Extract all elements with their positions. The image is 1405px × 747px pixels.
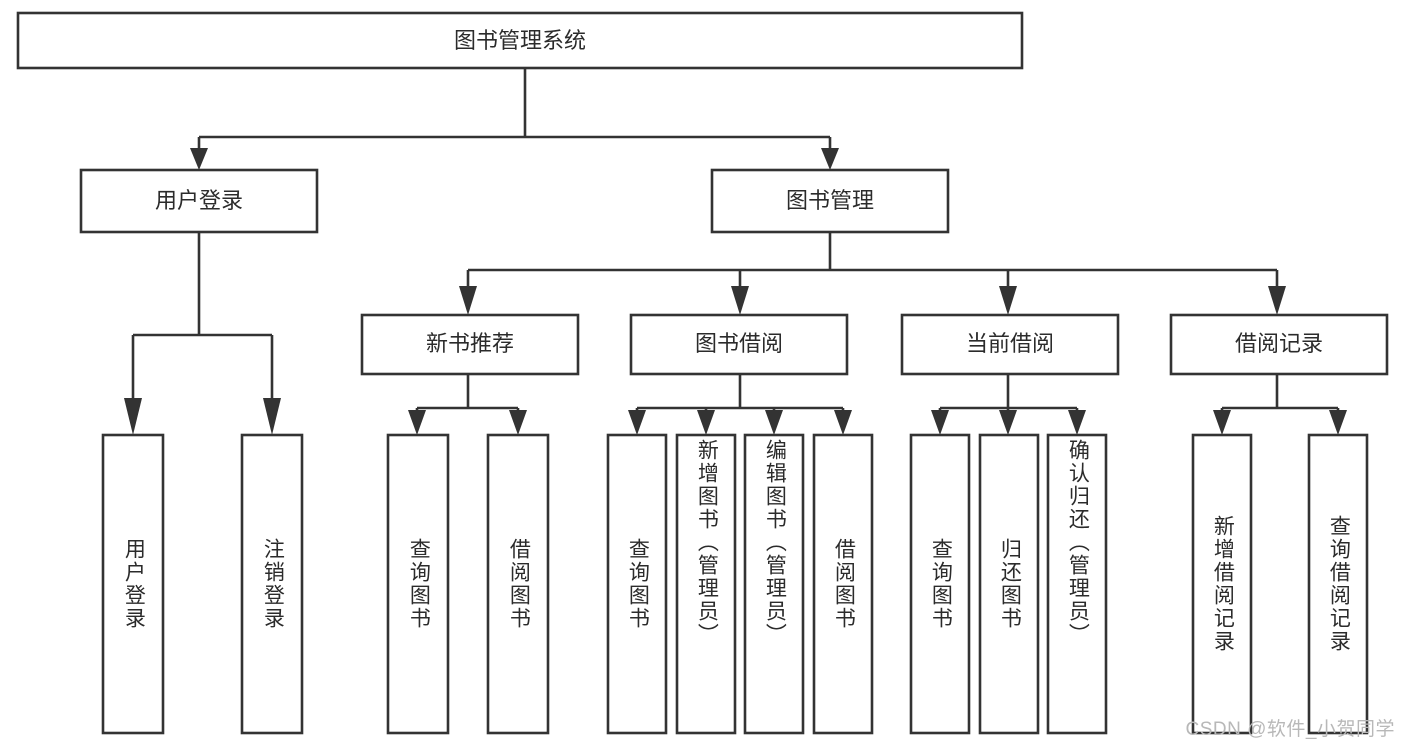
- node-leaf-query-record[interactable]: 查询借阅记录: [1309, 435, 1367, 733]
- node-leaf-add-book-box[interactable]: [675, 433, 737, 735]
- connector-root-to-level2: [190, 68, 839, 170]
- node-leaf-logout-login[interactable]: 注销登录: [242, 435, 302, 733]
- arrow-head-user-login: [190, 148, 208, 170]
- arrow-head-leaf-add-book: [697, 410, 715, 435]
- node-leaf-logout-login-box[interactable]: [240, 433, 304, 735]
- arrow-head-current-borrow: [999, 286, 1017, 315]
- arrow-head-leaf-query-record: [1329, 410, 1347, 435]
- node-leaf-query-record-label: 查询借阅记录: [1327, 515, 1351, 653]
- node-leaf-borrow-book-2-box[interactable]: [812, 433, 874, 735]
- node-leaf-query-record-box[interactable]: [1307, 433, 1369, 735]
- connector-current-borrow-to-leaves: [931, 374, 1086, 435]
- node-leaf-borrow-book-1[interactable]: 借阅图书: [488, 435, 548, 733]
- node-leaf-user-login-box[interactable]: [101, 433, 165, 735]
- arrow-head-leaf-query-book-1: [408, 410, 426, 435]
- connector-book-manage-to-level3: [459, 232, 1286, 315]
- connector-user-login-to-leaves: [124, 232, 281, 435]
- connector-new-book-recommend-to-leaves: [408, 374, 527, 435]
- node-current-borrow-label: 当前借阅: [966, 331, 1054, 356]
- node-book-manage-box[interactable]: [710, 168, 950, 234]
- node-root-label: 图书管理系统: [454, 28, 586, 53]
- node-leaf-add-record-box[interactable]: [1191, 433, 1253, 735]
- arrow-head-leaf-return-book: [999, 410, 1017, 435]
- node-leaf-edit-book[interactable]: 编辑图书（管理员）: [745, 435, 803, 733]
- csdn-watermark: CSDN @软件_小贺同学: [1185, 719, 1395, 740]
- node-book-borrow[interactable]: 图书借阅: [629, 313, 849, 376]
- node-leaf-confirm-return-box[interactable]: [1046, 433, 1108, 735]
- arrow-head-leaf-confirm-return: [1068, 410, 1086, 435]
- connector-book-borrow-to-leaves: [628, 374, 852, 435]
- node-leaf-user-login-label: 用户登录: [122, 538, 146, 630]
- node-book-manage[interactable]: 图书管理: [710, 168, 950, 234]
- arrow-head-new-book-recommend: [459, 286, 477, 315]
- node-leaf-confirm-return[interactable]: 确认归还（管理员）: [1048, 435, 1106, 733]
- arrow-head-leaf-logout-login: [263, 398, 281, 435]
- node-leaf-borrow-book-1-label: 借阅图书: [507, 538, 531, 630]
- node-borrow-record[interactable]: 借阅记录: [1169, 313, 1389, 376]
- node-leaf-query-book-3-box[interactable]: [909, 433, 971, 735]
- arrow-head-book-manage: [821, 148, 839, 170]
- node-root[interactable]: 图书管理系统: [16, 11, 1024, 70]
- node-leaf-query-book-2[interactable]: 查询图书: [608, 435, 666, 733]
- arrow-head-book-borrow: [731, 286, 749, 315]
- node-leaf-query-book-3[interactable]: 查询图书: [911, 435, 969, 733]
- arrow-head-leaf-borrow-book-2: [834, 410, 852, 435]
- node-book-manage-label: 图书管理: [786, 188, 874, 213]
- arrow-head-leaf-borrow-book-1: [509, 410, 527, 435]
- node-leaf-add-record-label: 新增借阅记录: [1211, 515, 1235, 653]
- node-leaf-return-book[interactable]: 归还图书: [980, 435, 1038, 733]
- node-leaf-borrow-book-2-label: 借阅图书: [832, 538, 856, 630]
- node-borrow-record-box[interactable]: [1169, 313, 1389, 376]
- node-new-book-recommend-label: 新书推荐: [426, 331, 514, 356]
- node-leaf-query-book-1-box[interactable]: [386, 433, 450, 735]
- node-book-borrow-box[interactable]: [629, 313, 849, 376]
- node-new-book-recommend-box[interactable]: [360, 313, 580, 376]
- node-leaf-user-login[interactable]: 用户登录: [103, 435, 163, 733]
- node-leaf-confirm-return-label: 确认归还（管理员）: [1066, 439, 1090, 646]
- node-leaf-borrow-book-1-box[interactable]: [486, 433, 550, 735]
- node-leaf-query-book-2-label: 查询图书: [626, 538, 650, 630]
- node-leaf-return-book-box[interactable]: [978, 433, 1040, 735]
- node-leaf-add-book-label: 新增图书（管理员）: [695, 439, 719, 646]
- node-current-borrow-box[interactable]: [900, 313, 1120, 376]
- node-leaf-add-book[interactable]: 新增图书（管理员）: [677, 435, 735, 733]
- node-leaf-edit-book-label: 编辑图书（管理员）: [763, 439, 787, 646]
- node-root-box[interactable]: [16, 11, 1024, 70]
- node-leaf-add-record[interactable]: 新增借阅记录: [1193, 435, 1251, 733]
- node-leaf-edit-book-box[interactable]: [743, 433, 805, 735]
- node-new-book-recommend[interactable]: 新书推荐: [360, 313, 580, 376]
- node-leaf-query-book-1[interactable]: 查询图书: [388, 435, 448, 733]
- node-leaf-query-book-3-label: 查询图书: [929, 538, 953, 630]
- arrow-head-leaf-edit-book: [765, 410, 783, 435]
- node-leaf-borrow-book-2[interactable]: 借阅图书: [814, 435, 872, 733]
- arrow-head-borrow-record: [1268, 286, 1286, 315]
- arrow-head-leaf-query-book-2: [628, 410, 646, 435]
- node-user-login-label: 用户登录: [155, 188, 243, 213]
- arrow-head-leaf-user-login: [124, 398, 142, 435]
- node-user-login-box[interactable]: [79, 168, 319, 234]
- node-leaf-return-book-label: 归还图书: [998, 538, 1022, 630]
- arrow-head-leaf-add-record: [1213, 410, 1231, 435]
- node-user-login[interactable]: 用户登录: [79, 168, 319, 234]
- node-book-borrow-label: 图书借阅: [695, 331, 783, 356]
- node-leaf-logout-login-label: 注销登录: [261, 538, 285, 630]
- node-current-borrow[interactable]: 当前借阅: [900, 313, 1120, 376]
- arrow-head-leaf-query-book-3: [931, 410, 949, 435]
- node-leaf-query-book-2-box[interactable]: [606, 433, 668, 735]
- node-leaf-query-book-1-label: 查询图书: [407, 538, 431, 630]
- node-borrow-record-label: 借阅记录: [1235, 331, 1323, 356]
- connector-borrow-record-to-leaves: [1213, 374, 1347, 435]
